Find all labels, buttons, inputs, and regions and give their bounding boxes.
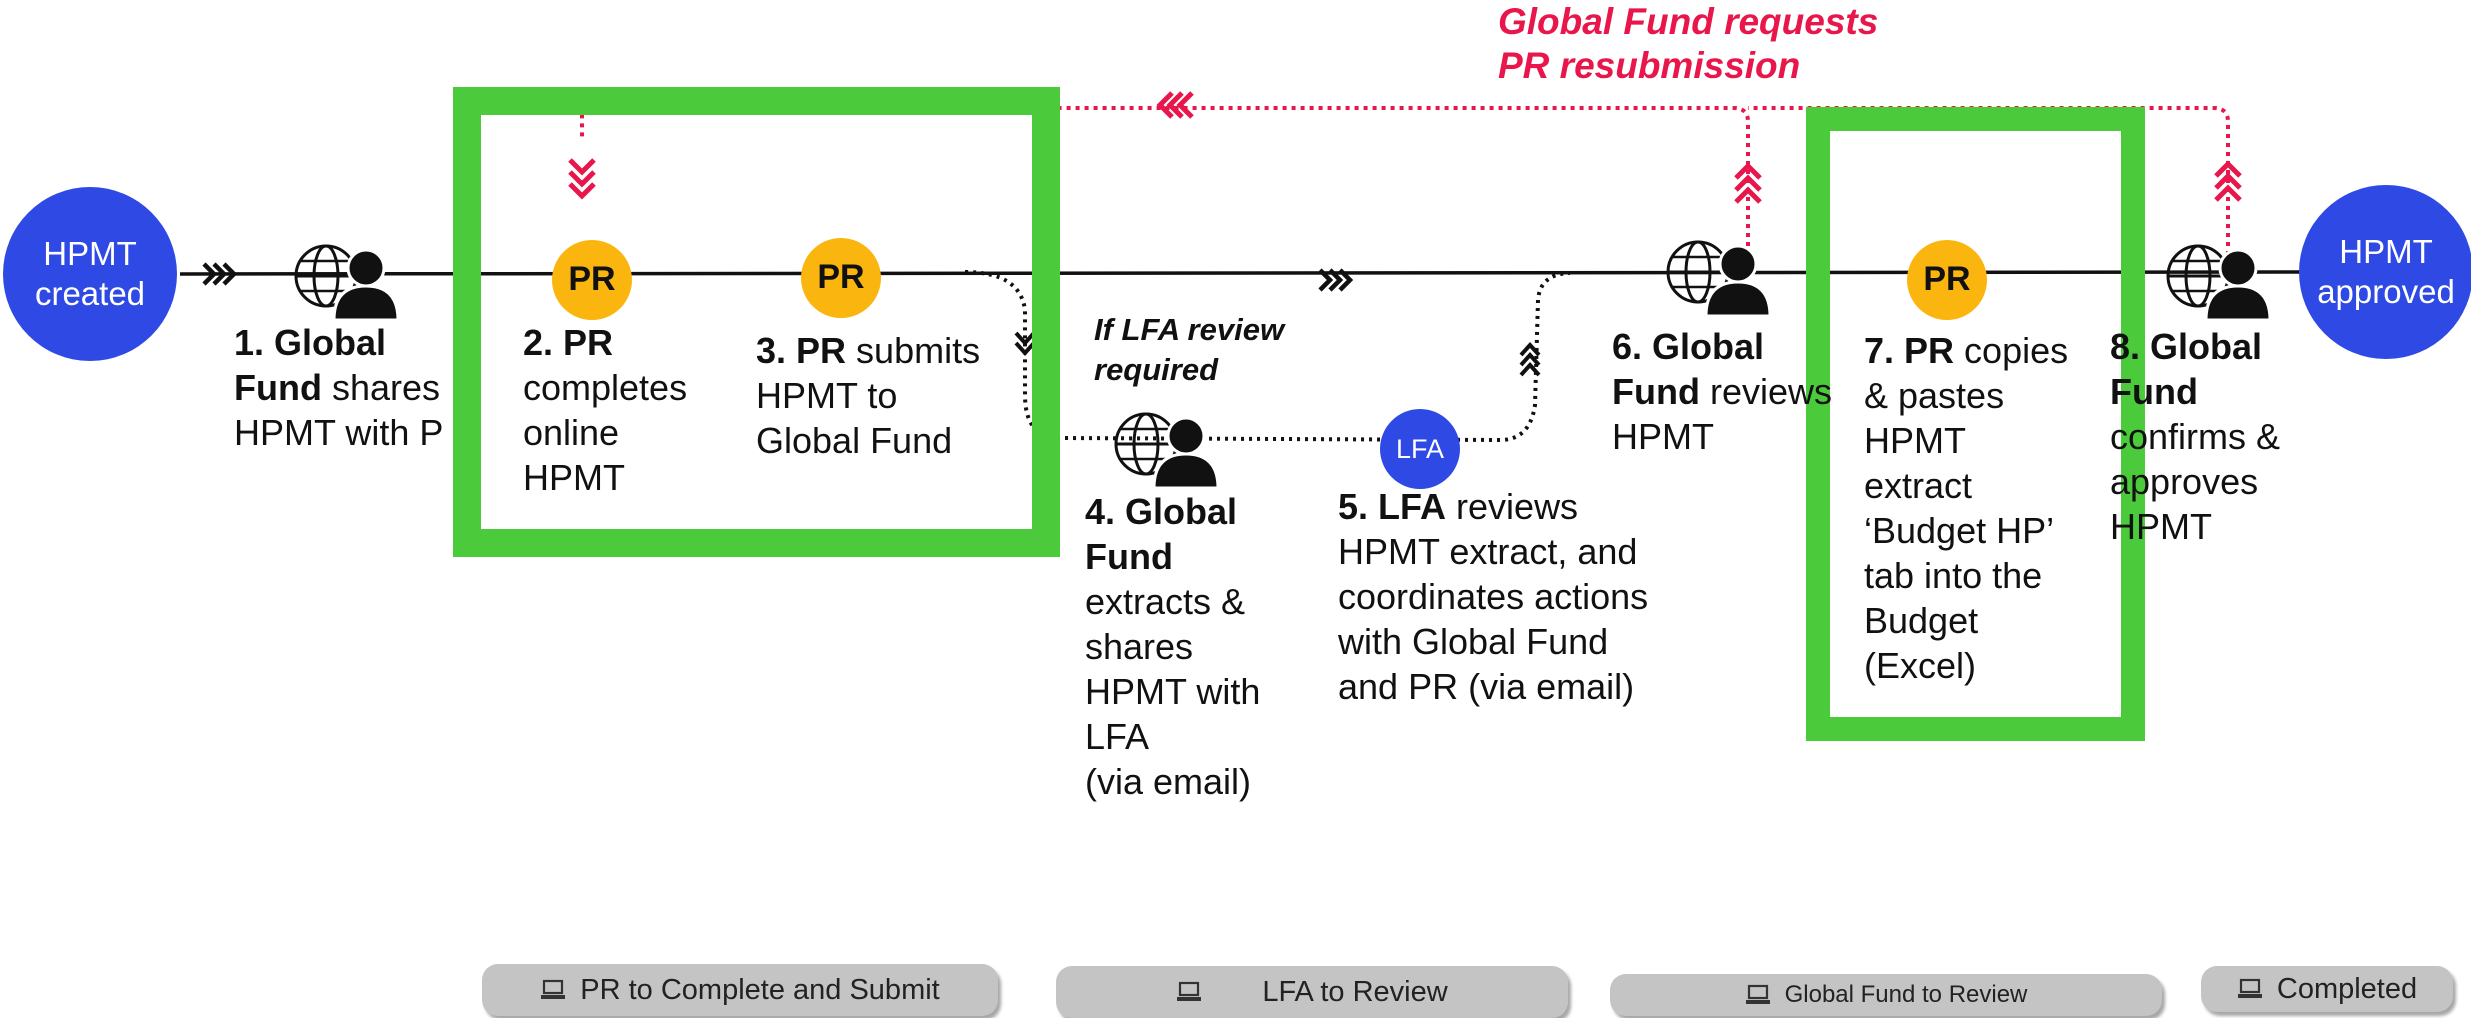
global-fund-icon [1114,412,1220,490]
step-8-clip: 8. Global Fund confirms & approves HPMT [2110,0,2471,1017]
start-node [3,187,177,361]
step-7-description: 7. PR copies & pastes HPMT extract ‘Budg… [1864,330,2069,686]
step-8-description: 8. Global Fund confirms & approves HPMT [2110,326,2281,547]
laptop-icon [541,979,566,999]
pr-badge [552,240,632,320]
step-6-description: 6. Global Fund reviews HPMT [1612,326,1832,457]
global-fund-icon [294,244,400,322]
pr-badge [801,238,881,318]
highlight-box-pr-steps [453,87,1060,557]
step-5-description: 5. LFA reviews HPMT extract, and coordin… [1338,486,1649,707]
laptop-icon [1177,981,1202,1001]
status-pill-global-fund-review[interactable]: Global Fund to Review [1610,974,2162,1016]
step-4-description: 4. Global Fund extracts & shares HPMT wi… [1085,491,1261,802]
chevron-up-icon [2214,160,2242,202]
global-fund-icon [1666,240,1772,318]
step-3-description: 3. PR submits HPMT to Global Fund [756,330,981,461]
chevron-up-icon [1519,342,1541,377]
status-pill-label: Global Fund to Review [1784,981,2028,1008]
laptop-icon [1745,984,1770,1004]
status-pill-label: LFA to Review [1262,975,1448,1008]
chevron-right-icon [1318,268,1354,292]
chevron-up-icon [1734,162,1762,204]
status-pill-label: PR to Complete and Submit [580,973,940,1006]
lfa-badge-label: LFA [1395,434,1445,464]
pr-badge [1907,240,1987,320]
chevron-right-icon [202,262,238,286]
pr-badge-label: PR [1923,260,1971,298]
status-pill-label: Completed [2276,972,2418,1005]
highlight-box-step-7 [1806,107,2145,741]
laptop-icon [2237,978,2262,998]
resubmission-path [580,106,1750,255]
step-2-description: 2. PR completes online HPMT [523,322,688,498]
chevron-down-icon [1014,331,1036,356]
step-1-description: 1. Global Fund shares HPMT with P [234,322,444,453]
resubmission-path-from-final [1748,106,2230,255]
end-node [2299,185,2471,359]
lfa-badge [1380,409,1460,489]
status-pill-completed[interactable]: Completed [2201,966,2453,1012]
status-pill-lfa-review[interactable]: LFA to Review [1056,966,1568,1018]
chevron-left-icon [1156,91,1194,119]
status-pill-pr-complete-submit[interactable]: PR to Complete and Submit [482,964,998,1016]
chevron-down-icon [568,158,596,200]
pr-badge-label: PR [568,260,616,298]
pr-badge-label: PR [817,258,865,296]
